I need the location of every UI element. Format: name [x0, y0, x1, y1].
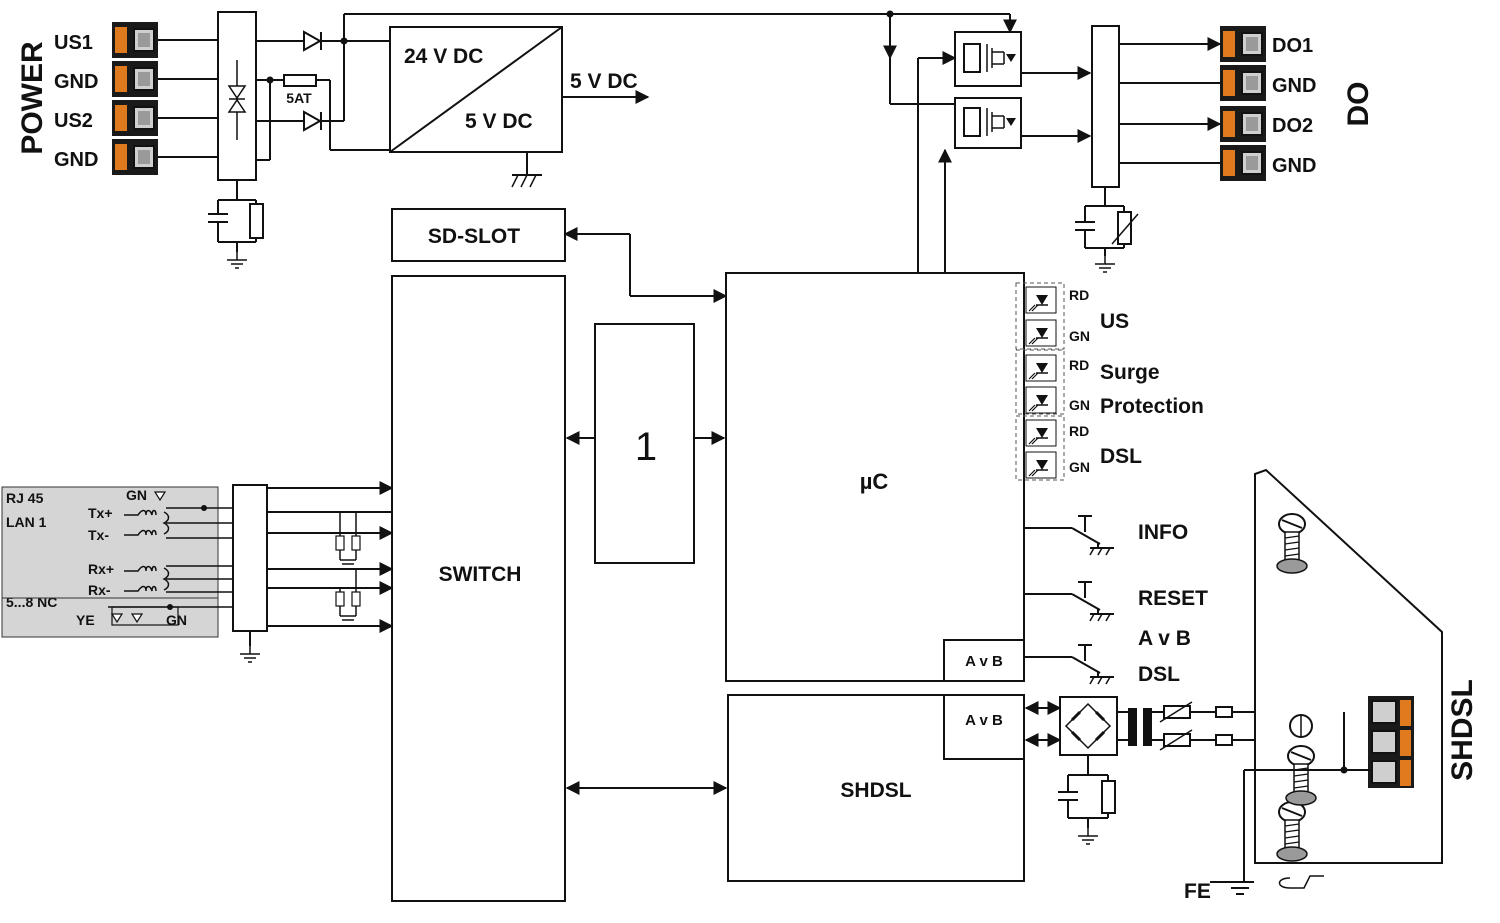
power-terminal-block — [111, 21, 159, 176]
power-rc-filter-icon — [208, 199, 264, 269]
rj45-gn-label: GN — [126, 487, 147, 503]
sd-slot-label: SD-SLOT — [428, 225, 520, 248]
diode-us2-icon — [303, 110, 323, 132]
microcontroller-label: µC — [860, 469, 889, 494]
rj45-title-2: LAN 1 — [6, 514, 47, 530]
info-button-label: INFO — [1138, 521, 1188, 544]
led-surge-gn: GN — [1069, 397, 1090, 413]
converter-5v-arrow-label: 5 V DC — [570, 70, 638, 93]
converter-output-label: 5 V DC — [465, 110, 533, 133]
do-pin-gnd2: GND — [1272, 155, 1316, 177]
avb-switch-label-2: DSL — [1138, 663, 1180, 686]
switch-block — [391, 275, 566, 902]
lan-protection-block — [232, 484, 268, 632]
led-surge-label-2: Protection — [1100, 395, 1204, 418]
rj45-title-1: RJ 45 — [6, 490, 44, 506]
led-us-rd: RD — [1069, 287, 1089, 303]
led-group-dsl — [1015, 415, 1065, 481]
fe-ground-icon — [1226, 881, 1254, 895]
shdsl-terminal-block — [1368, 696, 1414, 788]
do-group-label: DO — [1342, 82, 1375, 127]
block-1 — [594, 323, 695, 564]
power-pin-us2: US2 — [54, 110, 93, 132]
reset-button-label: RESET — [1138, 587, 1208, 610]
fe-label: FE — [1184, 880, 1211, 903]
relay-do2-icon — [954, 97, 1022, 149]
fe-contact-icon — [1278, 875, 1324, 889]
relay-do1-icon — [954, 31, 1022, 87]
rj45-ye-label: YE — [76, 612, 95, 628]
rj45-gn2-label: GN — [166, 612, 187, 628]
rj45-txp-label: Tx+ — [88, 505, 113, 521]
shdsl-avb-label: A v B — [965, 712, 1003, 729]
do-pin-do1: DO1 — [1272, 35, 1313, 57]
reset-button-icon — [1023, 581, 1115, 622]
led-group-surge — [1015, 349, 1065, 415]
diode-us1-icon — [303, 30, 323, 52]
uc-avb-label: A v B — [965, 653, 1003, 670]
led-dsl-gn: GN — [1069, 459, 1090, 475]
led-us-label: US — [1100, 310, 1129, 333]
bridge-rectifier-icon — [1059, 696, 1118, 756]
do-protection-block — [1091, 25, 1120, 188]
tvs-diode-icon — [227, 60, 247, 140]
block-1-label: 1 — [635, 425, 657, 469]
sd-slot-block — [391, 208, 566, 262]
fuse-icon — [283, 74, 317, 87]
do-terminal-block — [1219, 25, 1267, 182]
shdsl-rc-filter-icon — [1058, 774, 1116, 845]
microcontroller-block — [725, 272, 1025, 682]
power-pin-gnd1: GND — [54, 71, 98, 93]
shdsl-connector-label: SHDSL — [1446, 679, 1479, 781]
chassis-ground-icon — [511, 174, 542, 188]
avb-switch-label-1: A v B — [1138, 627, 1191, 650]
led-surge-rd: RD — [1069, 357, 1089, 373]
shdsl-avb-box — [943, 694, 1025, 760]
do-pin-gnd1: GND — [1272, 75, 1316, 97]
converter-input-label: 24 V DC — [404, 45, 483, 68]
led-surge-label-1: Surge — [1100, 361, 1160, 384]
rj45-txm-label: Tx- — [88, 527, 109, 543]
power-group-label: POWER — [16, 41, 49, 155]
uc-avb-box — [943, 639, 1025, 682]
fuse-label: 5AT — [286, 90, 312, 106]
do-pin-do2: DO2 — [1272, 115, 1313, 137]
rj45-port-block — [1, 486, 219, 638]
power-pin-us1: US1 — [54, 32, 93, 54]
switch-label: SWITCH — [439, 563, 522, 586]
rj45-magnetics-icon — [108, 491, 233, 626]
avb-switch-icon — [1023, 644, 1115, 685]
shdsl-block-label: SHDSL — [840, 779, 911, 802]
power-pin-gnd2: GND — [54, 149, 98, 171]
transformer-icon — [1117, 708, 1164, 746]
do-rc-filter-icon — [1075, 205, 1139, 273]
rj45-rxm-label: Rx- — [88, 582, 111, 598]
rj45-nc-label: 5...8 NC — [6, 594, 57, 610]
led-us-gn: GN — [1069, 328, 1090, 344]
led-icons — [1025, 286, 1057, 479]
led-dsl-label: DSL — [1100, 445, 1142, 468]
led-dsl-rd: RD — [1069, 423, 1089, 439]
rj45-rxp-label: Rx+ — [88, 561, 114, 577]
led-group-us — [1015, 282, 1065, 350]
lan-wires — [267, 481, 394, 633]
info-button-icon — [1023, 515, 1115, 556]
